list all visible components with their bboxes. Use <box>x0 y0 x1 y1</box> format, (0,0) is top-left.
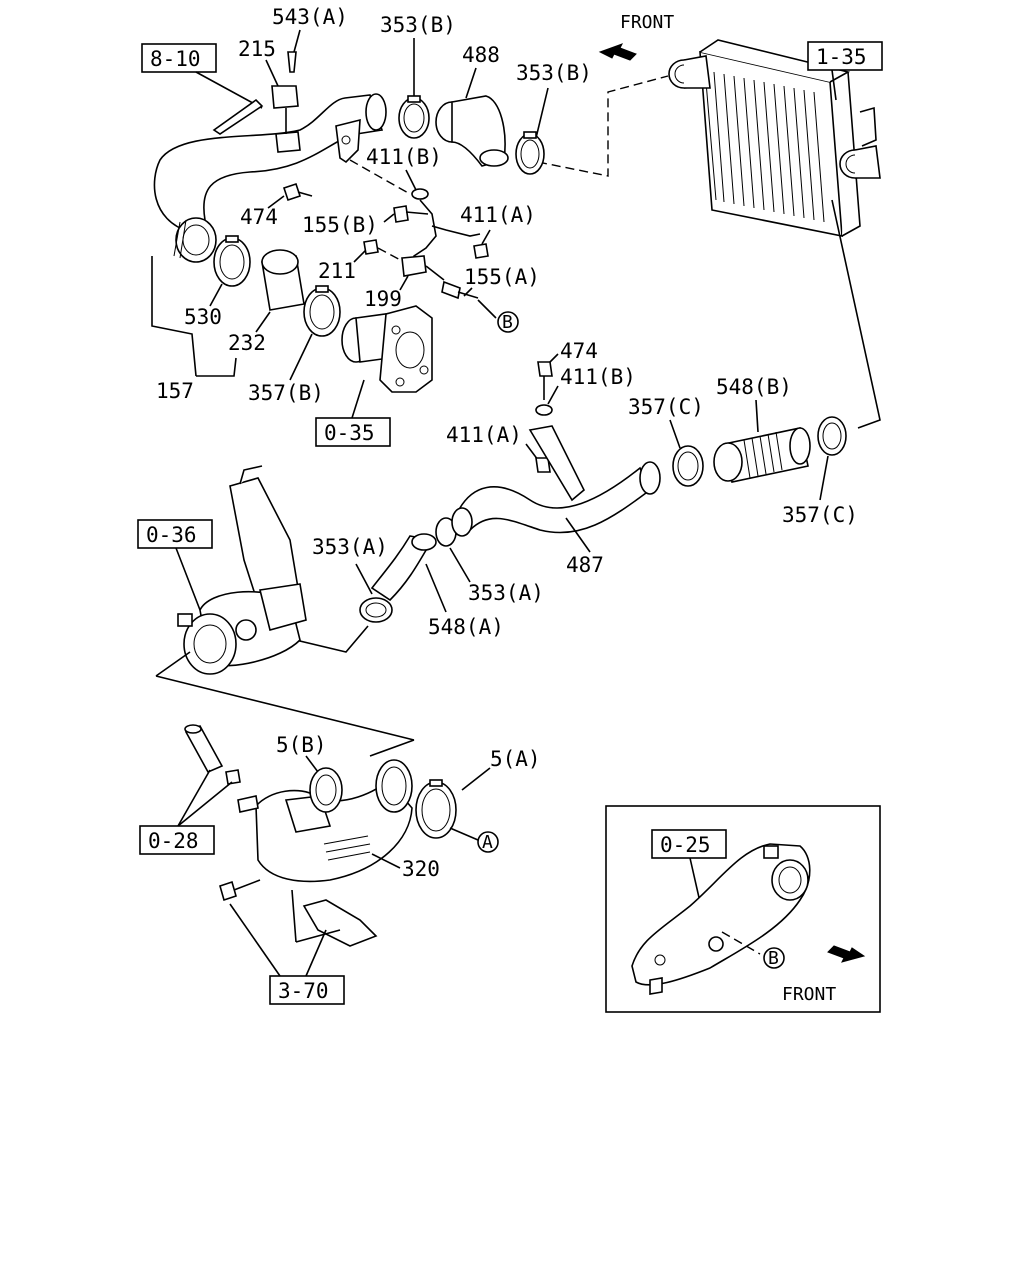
clamp-357c-2 <box>817 416 847 456</box>
hose-157 <box>153 93 387 263</box>
part-548a: 548(A) <box>428 615 504 639</box>
elbow-hose-488 <box>435 95 509 167</box>
part-5a: 5(A) <box>490 747 541 771</box>
pipe-487 <box>453 425 661 534</box>
hose-clip-215 <box>212 51 301 153</box>
bolt-155b <box>393 205 429 223</box>
ref-box-0-36 <box>137 519 213 549</box>
part-211: 211 <box>318 259 356 283</box>
washer-411b <box>411 188 429 200</box>
bracket-3-70 <box>219 879 378 947</box>
hose-bracket <box>335 118 361 164</box>
nut-211 <box>363 239 379 255</box>
part-353a-1: 353(A) <box>312 535 388 559</box>
ref-box-0-28 <box>139 825 215 855</box>
clamp-353a-1 <box>359 597 393 623</box>
callout-b-1: B <box>497 311 519 333</box>
part-357c-1: 357(C) <box>628 395 704 419</box>
hose-548a <box>370 533 437 602</box>
ref-box-0-25 <box>651 829 727 859</box>
nut-411a-1 <box>473 243 489 259</box>
part-487: 487 <box>566 553 604 577</box>
front-arrow-inset-icon <box>827 945 866 963</box>
ref-3-70: 3-70 <box>278 979 329 1003</box>
clamp-353a-2 <box>435 507 473 547</box>
sleeve-232 <box>261 249 305 311</box>
pipe-320 <box>237 759 413 883</box>
clamp-353b-2 <box>515 131 545 175</box>
ref-0-28: 0-28 <box>148 829 199 853</box>
front-arrow-top-icon <box>598 43 637 61</box>
part-353b-1: 353(B) <box>380 13 456 37</box>
part-474-2: 474 <box>560 339 598 363</box>
clamp-530 <box>213 235 251 287</box>
ref-0-35: 0-35 <box>324 421 375 445</box>
part-320: 320 <box>402 857 440 881</box>
part-232: 232 <box>228 331 266 355</box>
ref-box-8-10 <box>141 43 217 73</box>
clamp-5b <box>309 767 343 813</box>
part-411b-2: 411(B) <box>560 365 636 389</box>
clamp-5a <box>415 779 457 839</box>
part-474-1: 474 <box>240 205 278 229</box>
intake-manifold <box>631 843 811 995</box>
part-488: 488 <box>462 43 500 67</box>
clamp-357b <box>303 285 341 337</box>
part-199: 199 <box>364 287 402 311</box>
nut-411a-2 <box>535 457 551 473</box>
ref-0-36: 0-36 <box>146 523 197 547</box>
turbocharger <box>177 465 307 675</box>
sensor-bracket-199 <box>401 255 479 300</box>
part-411a-2: 411(A) <box>446 423 522 447</box>
part-155b: 155(B) <box>302 213 378 237</box>
svg-text:A: A <box>482 832 493 853</box>
part-353b-2: 353(B) <box>516 61 592 85</box>
clamp-357c-1 <box>672 445 704 487</box>
part-543a: 543(A) <box>272 5 348 29</box>
part-530: 530 <box>184 305 222 329</box>
ref-box-0-35 <box>315 417 391 447</box>
svg-text:B: B <box>502 312 513 333</box>
clamp-353b-1 <box>398 95 430 139</box>
ref-box-1-35 <box>807 41 883 71</box>
hose-548b <box>713 427 811 483</box>
bolt-474-1 <box>282 182 313 202</box>
part-357b: 357(B) <box>248 381 324 405</box>
part-5b: 5(B) <box>276 733 327 757</box>
throttle-body <box>341 305 433 393</box>
part-548b: 548(B) <box>716 375 792 399</box>
callout-b-2: B <box>763 947 785 969</box>
ref-box-3-70 <box>269 975 345 1005</box>
part-353a-2: 353(A) <box>468 581 544 605</box>
part-357c-2: 357(C) <box>782 503 858 527</box>
part-215: 215 <box>238 37 276 61</box>
washer-411b-2 <box>535 404 553 416</box>
svg-text:B: B <box>768 948 779 969</box>
svg-text:A: A <box>0 0 12 4</box>
callout-a-1: A <box>477 831 499 853</box>
intercooler <box>668 39 881 237</box>
ref-1-35: 1-35 <box>816 45 867 69</box>
hose-small-0-28 <box>184 724 241 785</box>
part-411a-1: 411(A) <box>460 203 536 227</box>
bolt-474-2 <box>537 361 553 400</box>
ref-0-25: 0-25 <box>660 833 711 857</box>
front-label-inset: FRONT <box>782 984 836 1005</box>
front-label-top: FRONT <box>620 12 674 33</box>
part-411b-1: 411(B) <box>366 145 442 169</box>
ref-8-10: 8-10 <box>150 47 201 71</box>
part-155a: 155(A) <box>464 265 540 289</box>
part-157: 157 <box>156 379 194 403</box>
